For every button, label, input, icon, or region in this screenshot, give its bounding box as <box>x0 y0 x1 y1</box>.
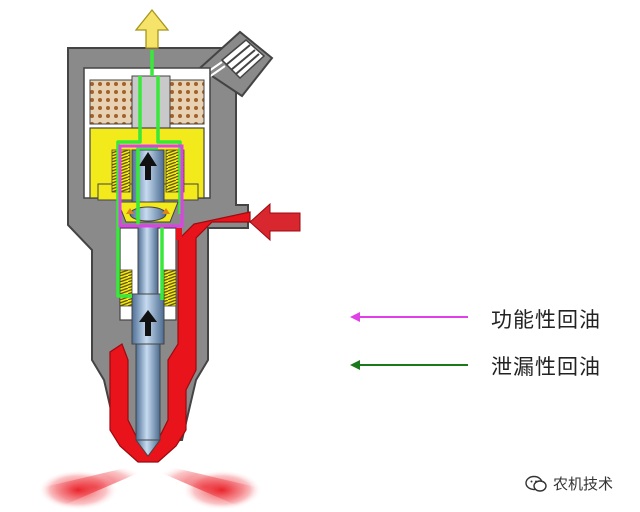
legend-label-functional-return: 功能性回油 <box>491 308 601 332</box>
fuel-spray <box>38 462 262 512</box>
legend-leakage-arrow <box>350 360 468 370</box>
needle-lift-arrow <box>139 310 157 336</box>
legend-label-leakage-return: 泄漏性回油 <box>491 355 601 379</box>
wechat-icon <box>525 475 547 492</box>
watermark-text: 农机技术 <box>553 475 614 493</box>
valve-lift-arrow <box>139 152 157 180</box>
return-outlet-arrow <box>134 8 170 49</box>
leakage-return-path <box>116 50 182 300</box>
nozzle-needle <box>119 225 177 345</box>
functional-return-path <box>118 144 184 228</box>
watermark: 农机技术 <box>525 473 613 494</box>
legend-functional-arrow <box>350 312 468 322</box>
fuel-inlet-arrow <box>249 202 301 242</box>
high-pressure-fuel-path <box>109 211 251 463</box>
